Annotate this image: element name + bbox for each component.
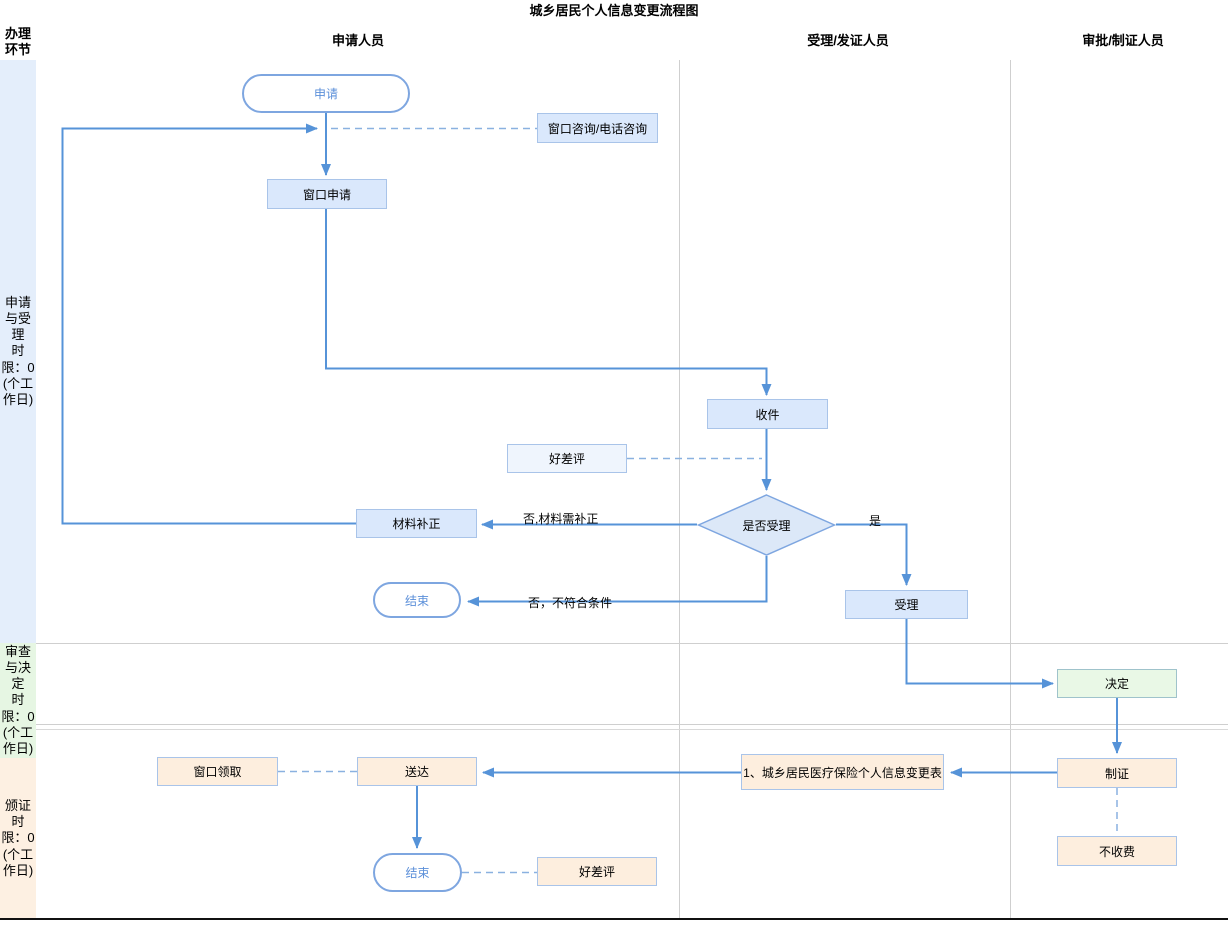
lane-header-acceptance: 受理/发证人员 [807,33,889,48]
edge-accept-to-decide [905,619,1054,689]
edge-label-yes: 是 [869,514,882,528]
node-window-apply: 窗口申请 [267,179,387,209]
node-window-pickup: 窗口领取 [157,757,278,786]
node-decision-label: 是否受理 [742,518,791,533]
lane-divider-vertical-2 [1010,60,1011,919]
node-apply-start: 申请 [242,74,410,113]
diamond-shape [697,494,836,556]
lane-divider-horizontal-2 [36,724,1228,725]
node-make-certificate: 制证 [1057,758,1177,788]
node-window-phone-consult: 窗口咨询/电话咨询 [537,113,658,143]
node-deliver: 送达 [357,757,477,786]
edge-decision-to-end-mid [467,556,768,607]
node-decide: 决定 [1057,669,1177,698]
node-end-bottom: 结束 [373,853,462,892]
node-rating-mid: 好差评 [507,444,627,473]
edge-decision-to-accept [836,523,912,586]
edge-window-apply-to-receive [325,209,772,396]
edge-label-no-not-qualified: 否，不符合条件 [528,596,613,610]
edge-label-no-needs-fix: 否,材料需补正 [523,512,599,526]
lane-divider-horizontal-3 [36,729,1228,730]
node-material-correction: 材料补正 [356,509,477,538]
page-title: 城乡居民个人信息变更流程图 [529,3,699,18]
node-decision-accept: 是否受理 [697,494,836,556]
edge-material-fix-loopback [61,123,356,525]
lane-header-approval: 审批/制证人员 [1082,33,1164,48]
phase-review-decide: 审查 与决 定 时 限：0 (个工 作日) [0,643,36,758]
bottom-border-line [0,918,1228,920]
phase-apply-accept: 申请 与受 理 时 限：0 (个工 作日) [0,60,36,643]
node-receive-documents: 收件 [707,399,828,429]
node-rating-bottom: 好差评 [537,857,657,886]
phase-issue-cert: 颁证 时 限：0 (个工 作日) [0,758,36,919]
phase-review-decide-label: 审查 与决 定 时 限：0 (个工 作日) [1,643,35,757]
lane-header-applicant: 申请人员 [331,33,384,48]
node-end-mid: 结束 [373,582,461,618]
node-change-form-document: 1、城乡居民医疗保险个人信息变更表 [741,754,944,790]
node-accept: 受理 [845,590,968,619]
lane-corner-label: 办理 环节 [5,26,32,58]
lane-divider-horizontal-1 [36,643,1228,644]
phase-issue-cert-label: 颁证 时 限：0 (个工 作日) [1,797,35,878]
node-no-fee: 不收费 [1057,836,1177,866]
phase-apply-accept-label: 申请 与受 理 时 限：0 (个工 作日) [1,294,35,408]
lane-divider-vertical-1 [679,60,680,919]
